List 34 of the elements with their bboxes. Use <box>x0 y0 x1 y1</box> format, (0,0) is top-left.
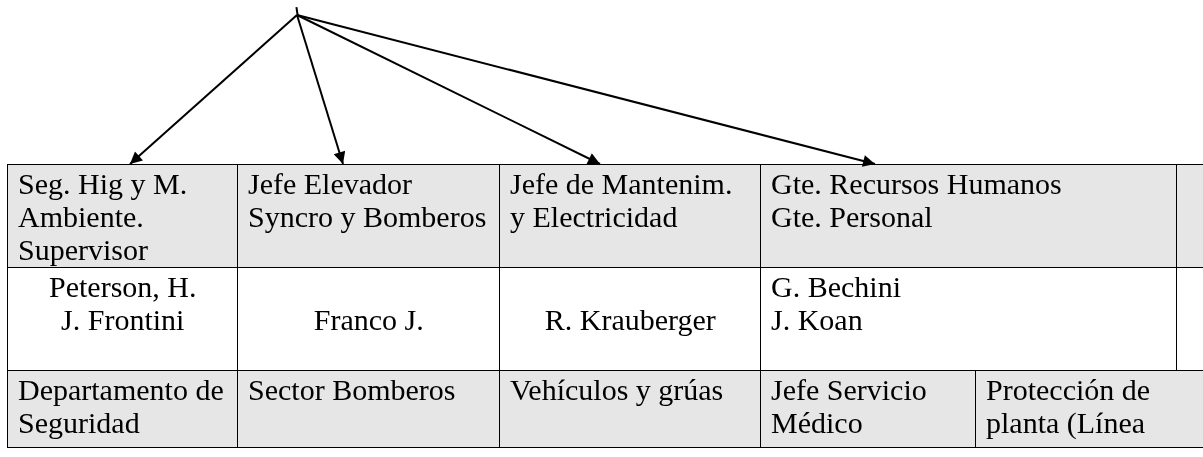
table-cell <box>7 164 239 269</box>
cell-text: Gte. Recursos Humanos <box>771 167 1062 200</box>
cell-text: Jefe Servicio Médico <box>771 373 928 439</box>
table-cell <box>499 370 762 448</box>
cell-text: Sector Bomberos <box>248 373 456 406</box>
cell-text: Jefe de Mantenim. y Electricidad <box>510 167 734 233</box>
table-cell <box>499 164 762 269</box>
table-cell <box>7 370 239 448</box>
cell-text: Vehículos y grúas <box>510 373 724 406</box>
cell-text: J. Koan <box>771 303 863 336</box>
tick-mark <box>295 6 299 16</box>
cell-text: Seg. Hig y M. Ambiente. Supervisor <box>18 167 189 266</box>
table-cell <box>499 267 762 372</box>
cell-text: Jefe Elevador Syncro y Bomberos <box>248 167 488 233</box>
cell-text: Protección de planta (Línea <box>986 373 1152 439</box>
table-cell <box>760 370 977 448</box>
table-cell <box>760 267 1178 372</box>
table-cell <box>760 164 1178 269</box>
cell-text: R. Krauberger <box>544 302 716 336</box>
table-cell <box>7 267 239 372</box>
table-cell <box>975 370 1203 448</box>
cell-text: Departamento de Seguridad <box>18 373 225 439</box>
arrow <box>296 14 346 165</box>
cell-text: Franco J. <box>313 302 424 336</box>
cell-text: Gte. Personal <box>771 200 933 233</box>
table-cell <box>237 370 501 448</box>
table-cell <box>237 267 501 372</box>
cell-text: J. Frontini <box>61 303 185 336</box>
arrow <box>296 14 601 165</box>
arrow <box>129 14 298 165</box>
cell-text: G. Bechini <box>771 270 901 303</box>
table-cell <box>237 164 501 269</box>
cell-text: Peterson, H. <box>49 270 197 303</box>
arrow <box>296 14 876 167</box>
